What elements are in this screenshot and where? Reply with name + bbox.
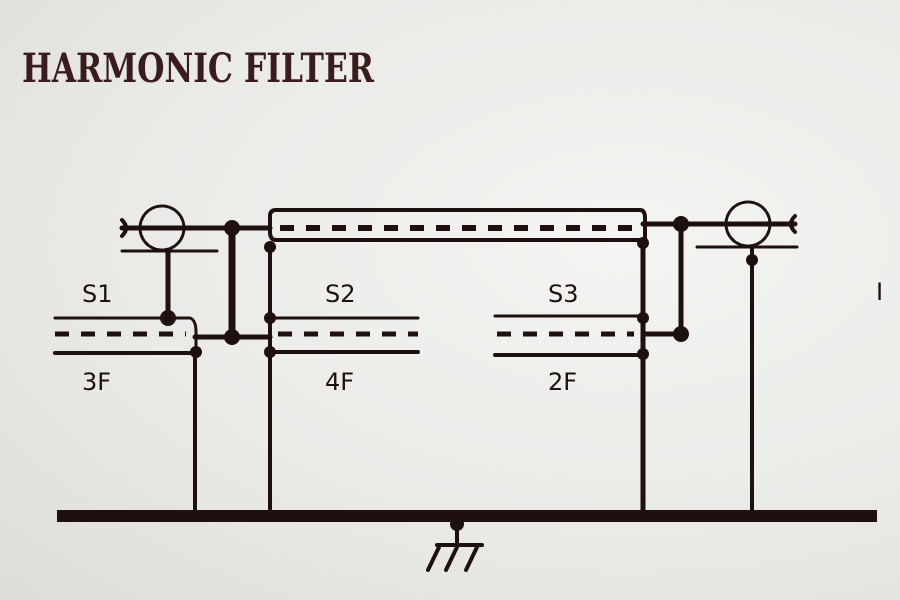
top-coax (268, 208, 647, 242)
section-label-s1: S1 (82, 280, 113, 308)
frequency-label-s1: 3F (82, 368, 111, 396)
junction-dots (160, 216, 758, 531)
side-mark: I (876, 278, 883, 306)
frequency-label-s2: 4F (325, 368, 354, 396)
coax-section-s1 (53, 316, 273, 514)
input-connector (119, 204, 273, 321)
section-label-s3: S3 (548, 280, 579, 308)
frequency-label-s3: 2F (548, 368, 577, 396)
output-connector (640, 200, 799, 514)
coax-section-s2 (268, 316, 420, 354)
coax-section-s3 (493, 314, 645, 357)
diagram-title: HARMONIC FILTER (22, 45, 375, 92)
section-label-s2: S2 (325, 280, 356, 308)
